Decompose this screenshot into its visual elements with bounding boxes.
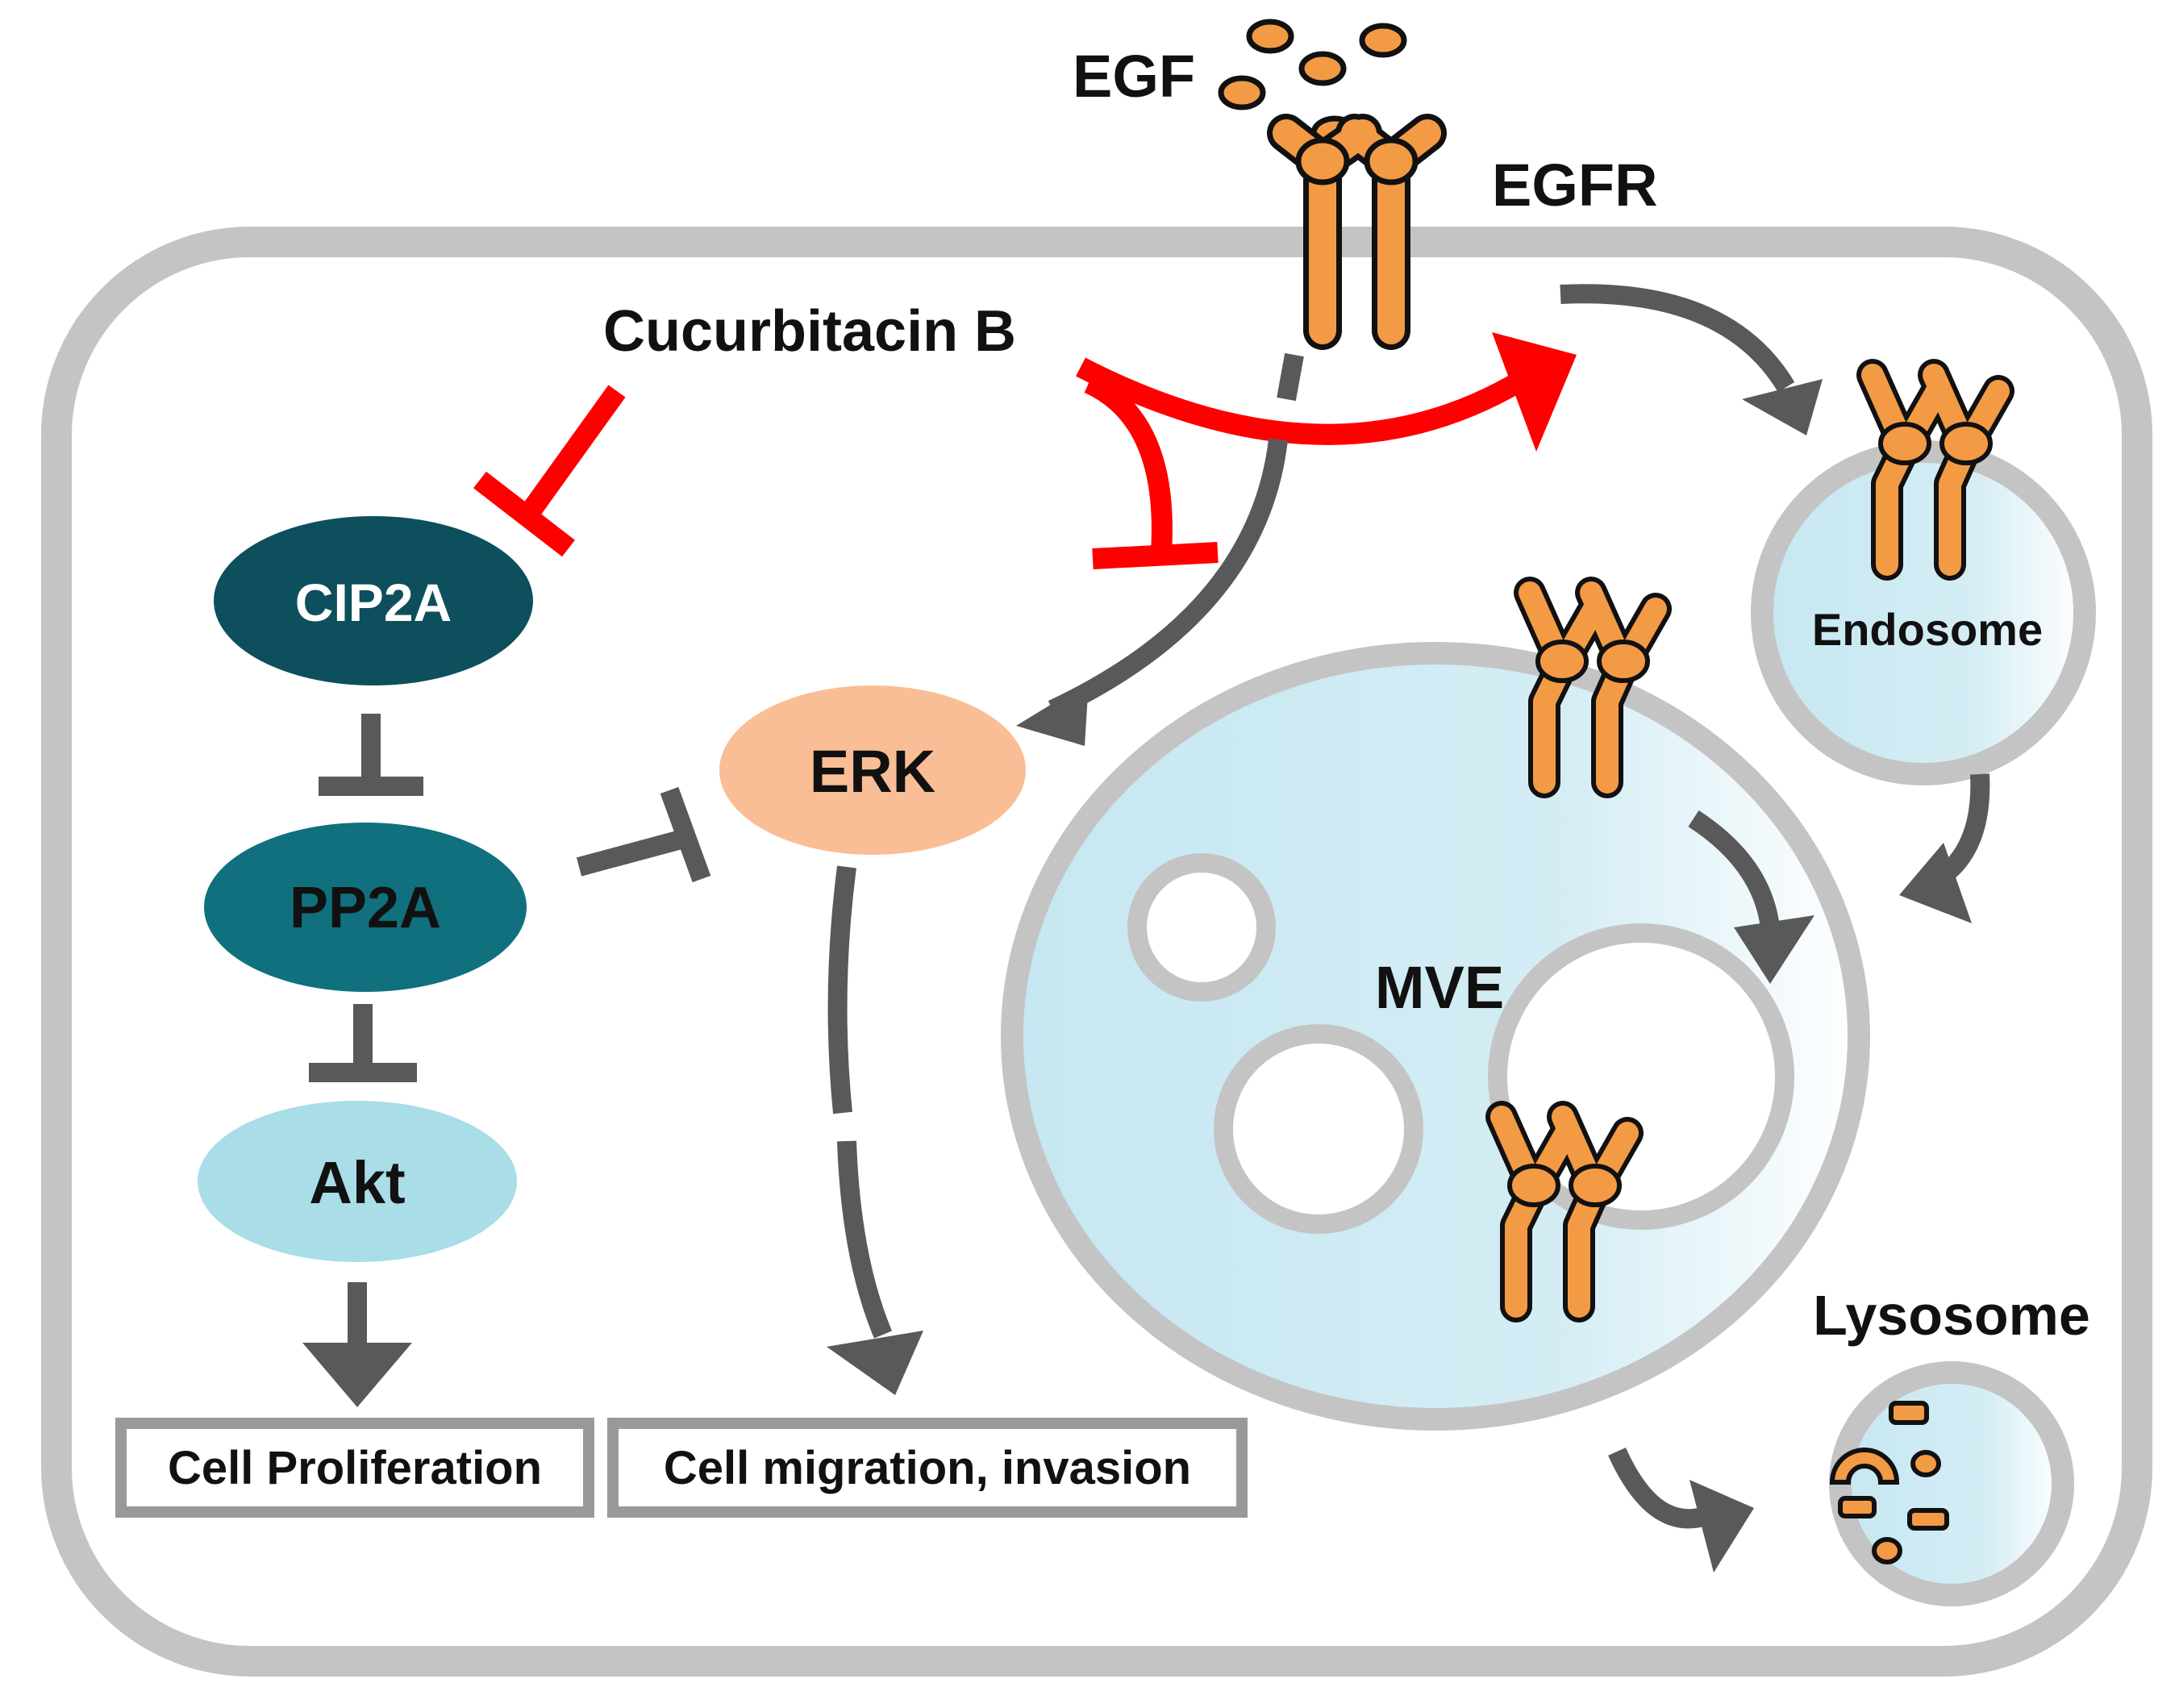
erk-node bbox=[719, 685, 1026, 855]
cip2a-inhibits-pp2a-icon bbox=[319, 714, 423, 796]
egfr-label: EGFR bbox=[1492, 152, 1658, 219]
egfr-surface-icon bbox=[1267, 114, 1447, 350]
cell-migration-label: Cell migration, invasion bbox=[664, 1442, 1191, 1494]
lysosome-vesicle bbox=[1829, 1361, 2074, 1606]
cell-proliferation-box bbox=[115, 1418, 594, 1518]
pp2a-node bbox=[204, 823, 527, 992]
mve-label: MVE bbox=[1375, 954, 1504, 1021]
mve-to-lysosome-arrow-icon bbox=[1608, 1448, 1754, 1573]
pp2a-inhibits-akt-icon bbox=[309, 1004, 417, 1082]
cucurbitacin-inhibits-cip2a-icon bbox=[473, 385, 626, 557]
cucurbitacin-promotes-internalization-icon bbox=[1076, 332, 1577, 452]
lysosome-label: Lysosome bbox=[1813, 1284, 2090, 1347]
endosome-label: Endosome bbox=[1812, 604, 2043, 655]
akt-label: Akt bbox=[309, 1149, 405, 1216]
cucurbitacin-b-label: Cucurbitacin B bbox=[603, 299, 1016, 364]
pp2a-label: PP2A bbox=[290, 876, 441, 940]
degraded-fragments-icon bbox=[1829, 1401, 1949, 1564]
cip2a-node bbox=[214, 516, 533, 685]
mve-internal-arrow-icon bbox=[1688, 810, 1814, 984]
cell-migration-box bbox=[607, 1418, 1248, 1518]
egf-label: EGF bbox=[1073, 43, 1195, 110]
pp2a-inhibits-erk-icon bbox=[576, 786, 711, 883]
erk-label: ERK bbox=[810, 738, 935, 805]
endosome-to-mve-arrow-icon bbox=[1899, 773, 1990, 923]
egfr-to-endosome-arrow-icon bbox=[1560, 284, 1823, 435]
akt-node bbox=[198, 1101, 517, 1262]
mve-intraluminal-vesicle-small bbox=[1127, 853, 1276, 1002]
cucurbitacin-inhibits-erk-activation-icon bbox=[1084, 373, 1219, 569]
egfr-to-erk-arrow-icon bbox=[1016, 352, 1304, 746]
akt-to-proliferation-arrow-icon bbox=[302, 1282, 412, 1407]
cell-proliferation-label: Cell Proliferation bbox=[168, 1442, 542, 1494]
erk-to-migration-arrow-icon bbox=[827, 865, 923, 1395]
mve-intraluminal-vesicle-medium bbox=[1214, 1024, 1423, 1234]
cip2a-label: CIP2A bbox=[295, 573, 452, 632]
